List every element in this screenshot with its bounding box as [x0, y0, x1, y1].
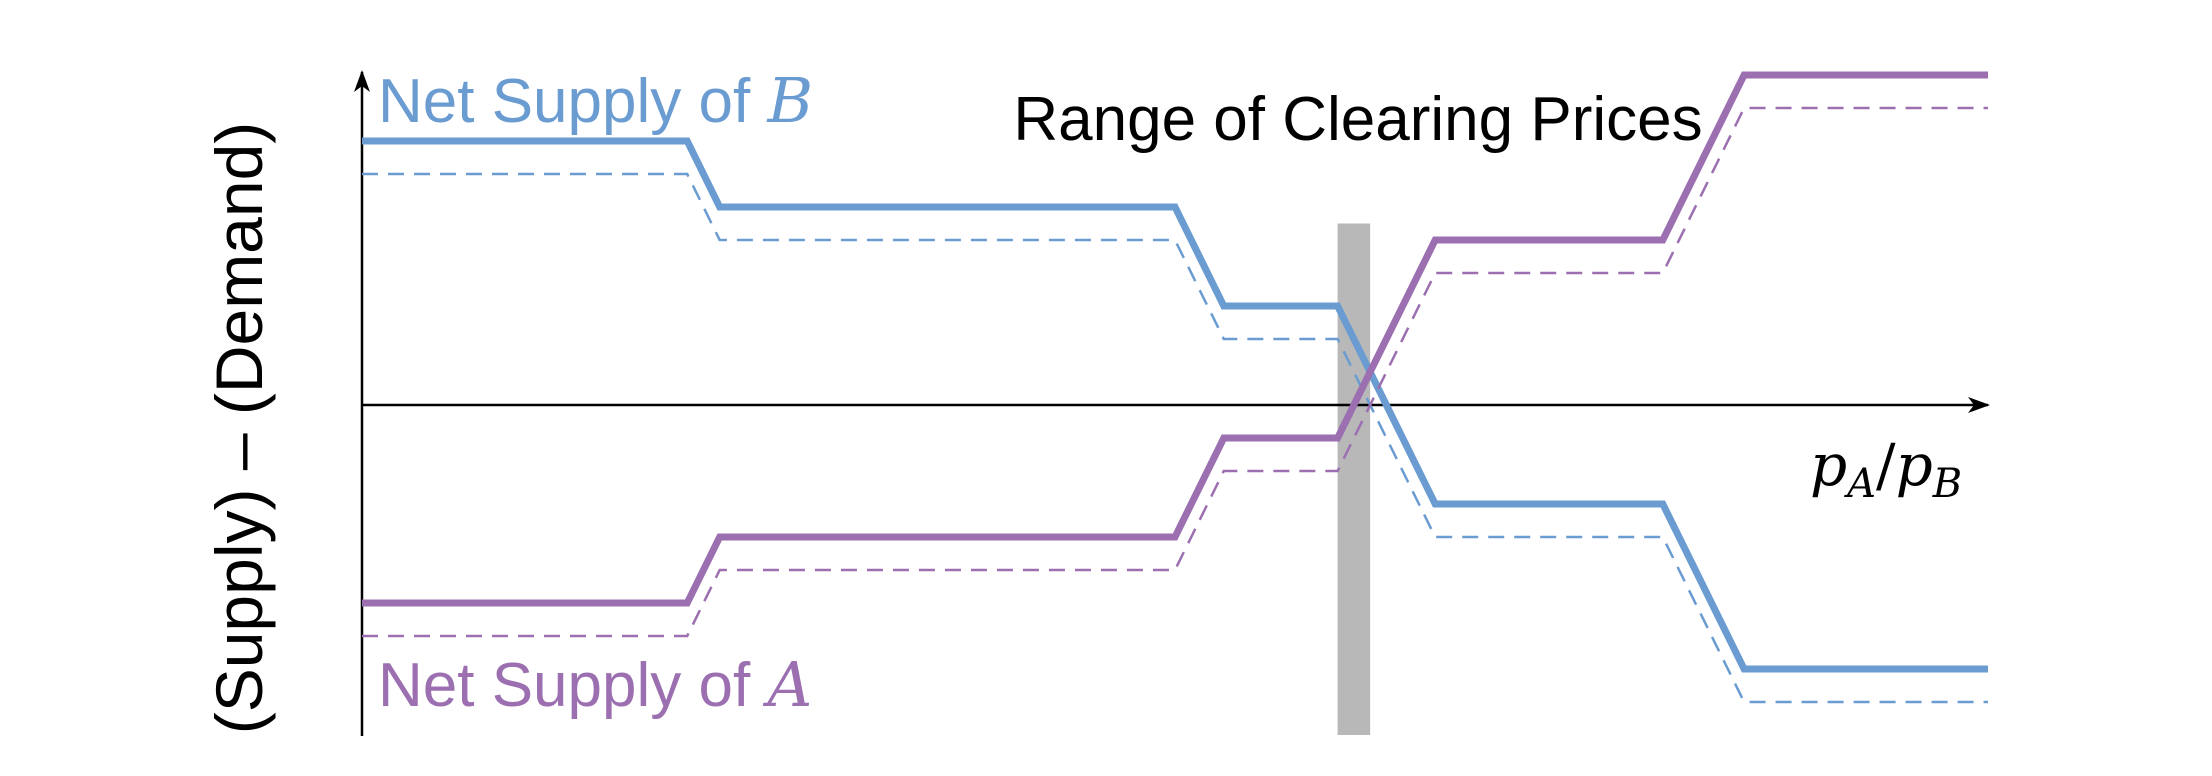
series-label-b-prefix: Net Supply of [378, 67, 767, 136]
series-line-0-solid [362, 137, 1988, 673]
x-axis-label-slash: / [1876, 431, 1896, 499]
x-axis-label: pA/pB [1810, 431, 1962, 507]
series-line-2-solid [362, 71, 1988, 607]
chart-title: Range of Clearing Prices [1013, 85, 1702, 154]
x-axis-label-p1: p [1810, 431, 1847, 499]
series-label-a-var: A [762, 648, 812, 721]
series-label-b-var: B [766, 64, 813, 137]
clearing-price-band [1337, 223, 1371, 735]
series-layer [362, 71, 1988, 704]
x-axis-label-sub-a: A [1843, 461, 1876, 507]
series-line-1-dashed [362, 172, 1988, 704]
series-line-3-dashed [362, 106, 1988, 638]
series-label-a-prefix: Net Supply of [378, 651, 767, 720]
series-label-b: Net Supply of B [378, 64, 813, 137]
x-axis-label-sub-b: B [1932, 461, 1962, 507]
series-label-a: Net Supply of A [378, 648, 812, 721]
y-axis-label: (Supply) – (Demand) [202, 122, 276, 735]
x-axis-label-p2: p [1896, 431, 1933, 499]
